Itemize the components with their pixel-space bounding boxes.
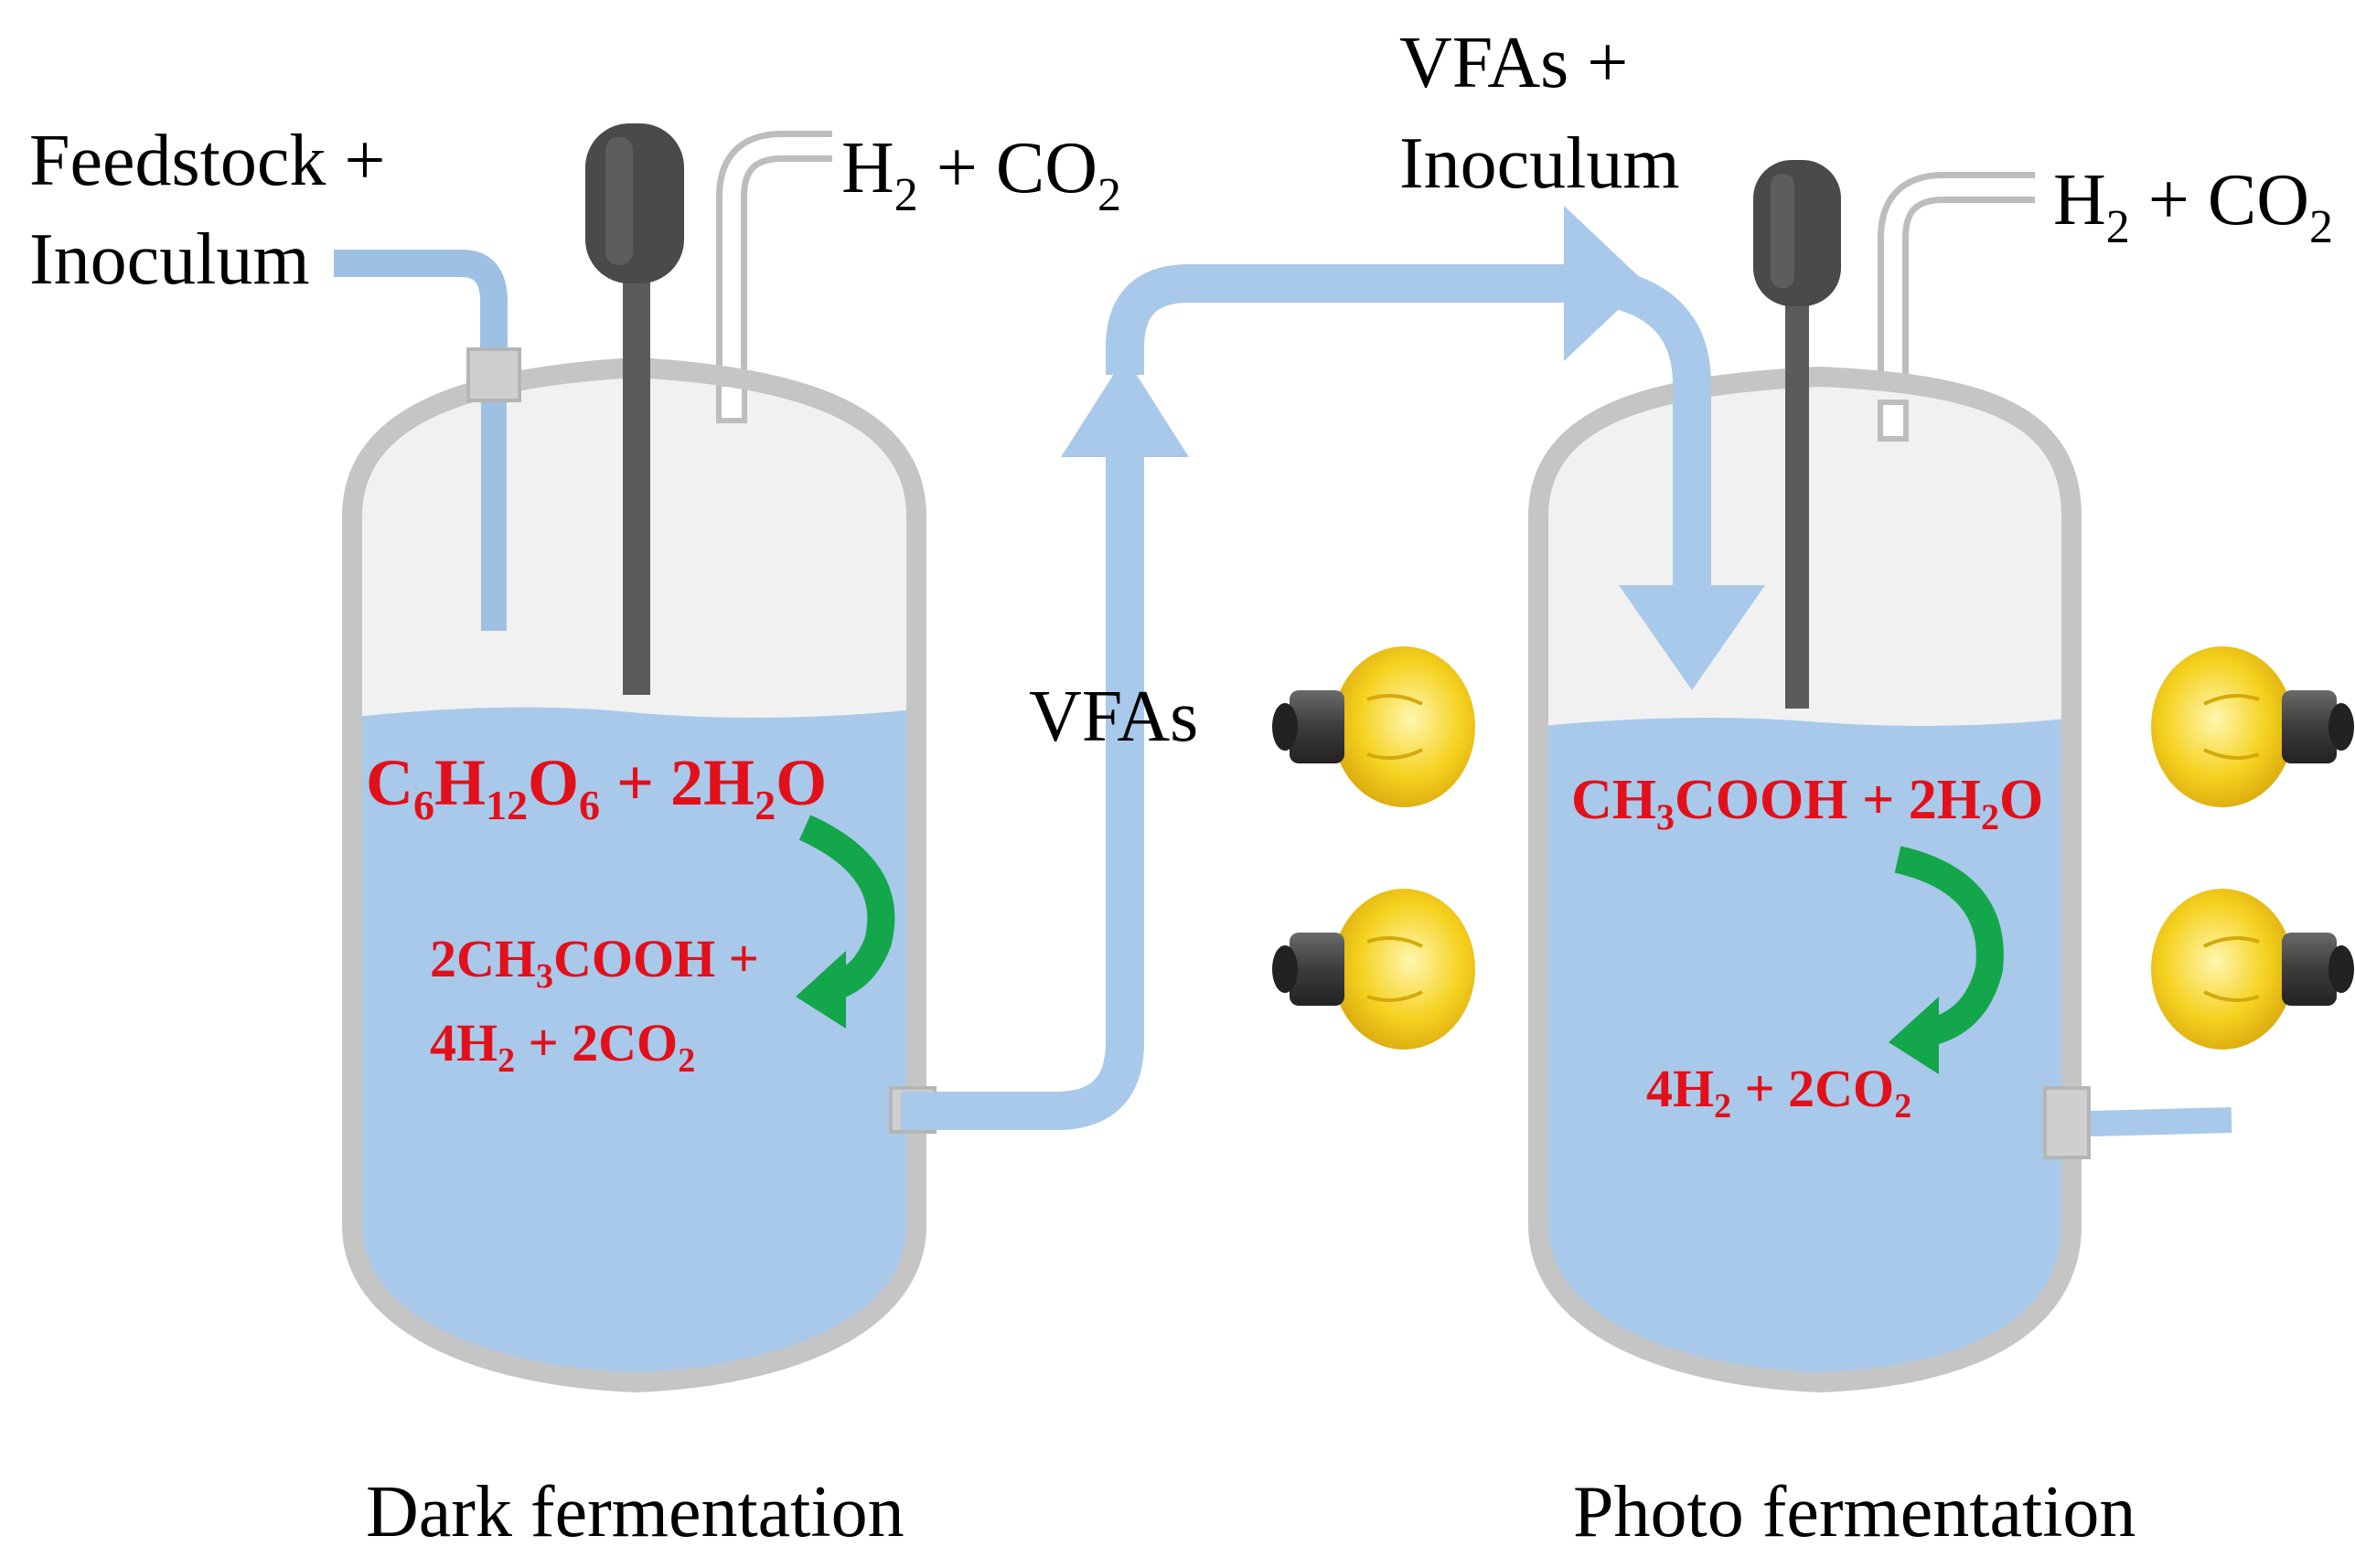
lamp-icon bbox=[1272, 646, 1475, 807]
inoculum-label: Inoculum bbox=[29, 219, 310, 300]
photo-reactant-equation: CH3COOH + 2H2O bbox=[1571, 769, 2043, 837]
dark-fermentation-caption: Dark fermentation bbox=[366, 1472, 905, 1552]
dark-reactant-equation: C6H12O6 + 2H2O bbox=[366, 746, 827, 828]
stirrer-icon bbox=[585, 123, 684, 695]
stirrer-icon bbox=[1753, 160, 1841, 709]
photo-product-equation: 4H2 + 2CO2 bbox=[1646, 1059, 1911, 1125]
curved-arrow-icon bbox=[796, 815, 895, 1029]
flow-arrow-icon bbox=[901, 206, 1765, 1130]
lamp-icon bbox=[2151, 646, 2354, 807]
photo-fermentation-caption: Photo fermentation bbox=[1573, 1472, 2136, 1552]
dark-fermentation-reactor bbox=[334, 123, 937, 1393]
vfas-inoculum-label-line1: VFAs + bbox=[1399, 23, 1628, 103]
lamp-icon bbox=[2151, 889, 2354, 1050]
dark-product-equation-line2: 4H2 + 2CO2 bbox=[430, 1013, 695, 1080]
feedstock-label: Feedstock + bbox=[29, 121, 386, 201]
feed-pipe bbox=[334, 250, 508, 631]
curved-arrow-icon bbox=[1889, 846, 2004, 1074]
vfas-label: VFAs bbox=[1029, 677, 1198, 757]
liquid-left bbox=[352, 707, 916, 1382]
vfas-inoculum-label-line2: Inoculum bbox=[1399, 123, 1680, 204]
dark-product-equation-line1: 2CH3COOH + bbox=[430, 929, 759, 996]
gas-output-right-label: H2 + CO2 bbox=[2053, 160, 2333, 253]
gas-output-left-label: H2 + CO2 bbox=[841, 128, 1121, 221]
lamp-icon bbox=[1272, 889, 1475, 1050]
